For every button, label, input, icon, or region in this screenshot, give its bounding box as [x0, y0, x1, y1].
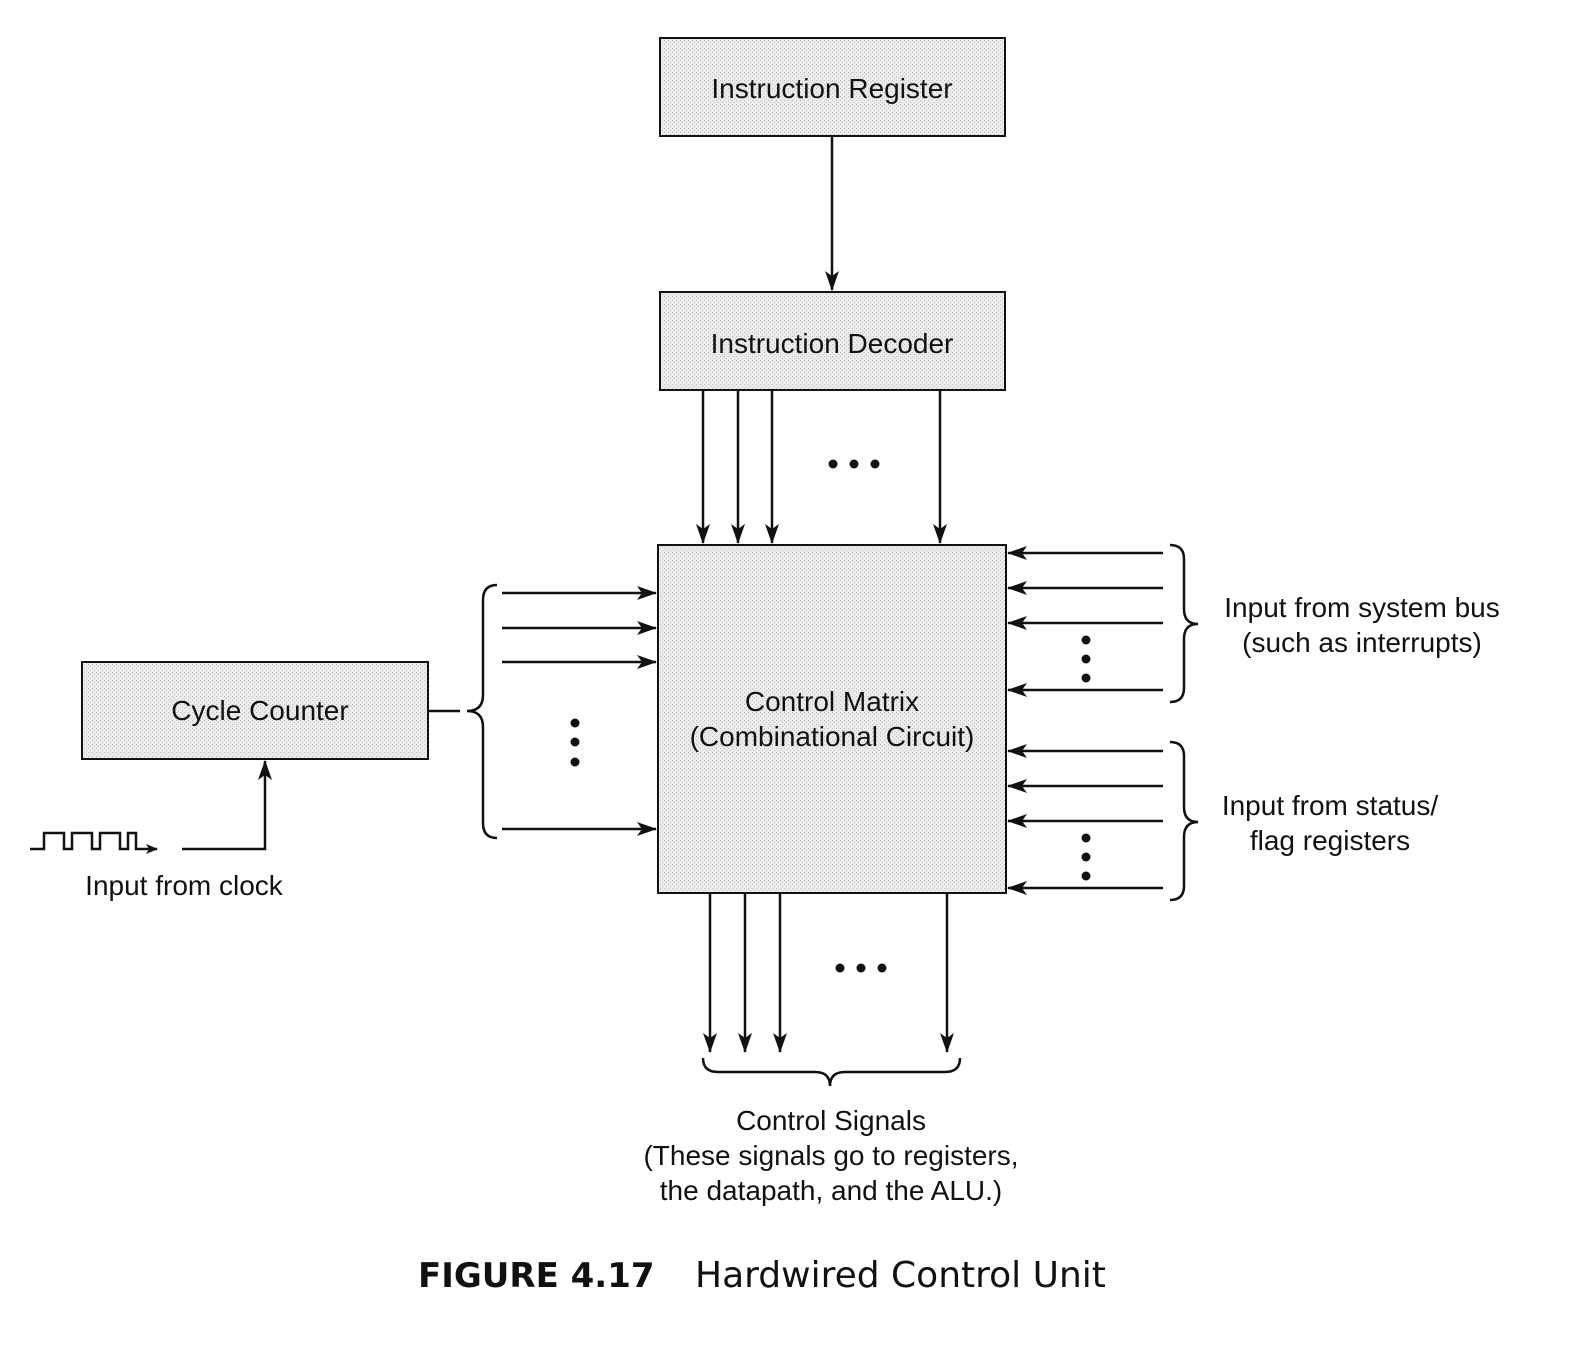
decoder-ellipsis: [828, 459, 880, 469]
decoder-output-arrows: [696, 391, 947, 544]
control-signals-brace: [701, 1057, 962, 1087]
cycle-counter-label: Cycle Counter: [171, 695, 348, 726]
control-signal-ellipsis: [835, 963, 887, 973]
control-signal-arrows: [703, 894, 954, 1053]
instruction-register-label: Instruction Register: [711, 73, 952, 104]
control-signals-desc-line2: the datapath, and the ALU.): [660, 1175, 1002, 1206]
control-signals-label: Control Signals: [736, 1105, 926, 1136]
clock-to-cycle-counter-arrow: [182, 760, 272, 851]
clock-input-label: Input from clock: [85, 870, 284, 901]
status-flag-ellipsis: [1081, 833, 1091, 881]
figure-title: Hardwired Control Unit: [695, 1255, 1106, 1296]
control-matrix-sublabel: (Combinational Circuit): [690, 721, 975, 752]
control-signals-desc-line1: (These signals go to registers,: [643, 1140, 1018, 1171]
figure-number: FIGURE 4.17: [418, 1256, 655, 1296]
system-bus-brace: [1169, 543, 1199, 704]
status-flag-arrows: [1007, 744, 1163, 895]
instruction-decoder-block: Instruction Decoder: [659, 291, 1006, 391]
control-matrix-block: Control Matrix (Combinational Circuit): [657, 544, 1007, 894]
system-bus-label: Input from system bus: [1224, 592, 1499, 623]
control-matrix-label: Control Matrix: [745, 686, 919, 717]
clock-waveform-icon: [30, 831, 158, 854]
system-bus-sublabel: (such as interrupts): [1242, 627, 1482, 658]
system-bus-ellipsis: [1081, 635, 1091, 683]
status-flag-sublabel: flag registers: [1250, 825, 1410, 856]
system-bus-arrows: [1007, 546, 1163, 697]
cycle-counter-block: Cycle Counter: [81, 661, 429, 760]
cycle-counter-brace: [466, 583, 498, 840]
status-flag-brace: [1169, 740, 1199, 902]
status-flag-label: Input from status/: [1222, 790, 1439, 821]
instruction-register-block: Instruction Register: [659, 37, 1006, 137]
cycle-counter-ellipsis: [570, 718, 580, 767]
cycle-counter-arrows: [502, 586, 657, 836]
instruction-decoder-label: Instruction Decoder: [711, 328, 954, 359]
